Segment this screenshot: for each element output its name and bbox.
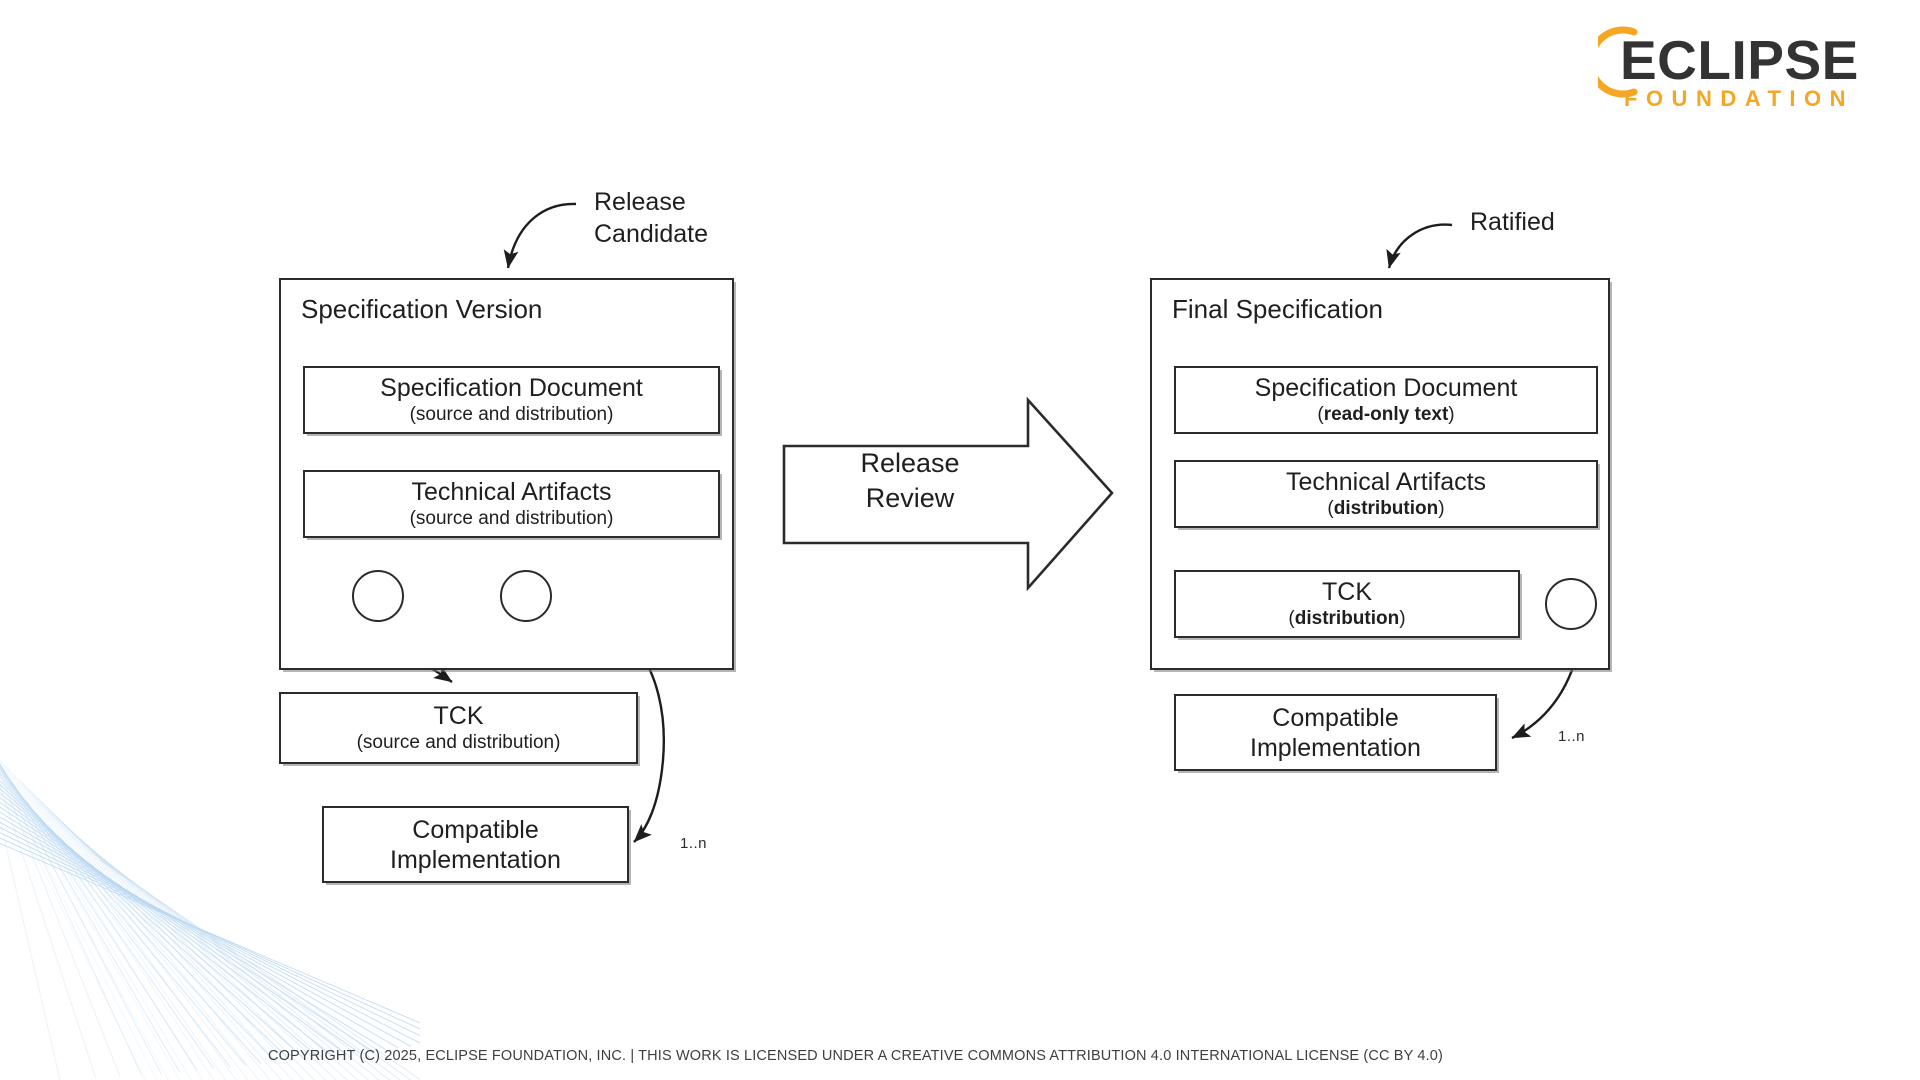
right-specification-document-box[interactable]: Specification Document (read-only text) [1174,366,1598,434]
left-specification-document-box[interactable]: Specification Document (source and distr… [303,366,720,434]
left-technical-artifacts-title: Technical Artifacts [411,478,612,507]
final-specification-title: Final Specification [1172,294,1383,324]
release-review-label: Release Review [800,446,1020,515]
right-specification-document-subtitle: (read-only text) [1317,404,1454,426]
right-compatible-implementation-line-1: Compatible [1272,703,1399,732]
right-tck-title: TCK [1322,578,1372,607]
release-candidate-line-2: Candidate [594,220,708,248]
left-tck-subtitle: (source and distribution) [356,732,561,754]
paren-open: ( [1288,608,1295,630]
copyright-footer: COPYRIGHT (C) 2025, ECLIPSE FOUNDATION, … [268,1048,1443,1064]
right-tck-bold: distribution [1294,608,1400,630]
left-specification-document-title: Specification Document [380,374,643,403]
ratified-leader-line [1386,223,1453,269]
left-tck-title: TCK [433,702,484,731]
logo-wordmark: ECLIPSE [1620,29,1859,91]
right-compatible-implementation-box[interactable]: Compatible Implementation [1174,694,1497,771]
ratified-annotation: Ratified [1470,206,1555,238]
paren-close: ) [1438,498,1445,520]
right-multiplicity-label: 1..n [1558,728,1586,745]
right-tck-box[interactable]: TCK (distribution) [1174,570,1520,638]
left-specification-document-subtitle: (source and distribution) [409,404,614,426]
right-tck-subtitle: (distribution) [1288,608,1405,630]
right-technical-artifacts-subtitle: (distribution) [1327,498,1444,520]
left-technical-artifacts-box[interactable]: Technical Artifacts (source and distribu… [303,470,720,538]
paren-open: ( [1327,498,1334,520]
right-compatible-implementation-line-2: Implementation [1250,733,1421,762]
release-review-line-1: Release [860,448,960,478]
left-association-circle-compatible-impl [500,570,552,622]
left-association-circle-tck [352,570,404,622]
paren-close: ) [1399,608,1406,630]
paren-open: ( [1317,404,1324,426]
release-candidate-annotation: Release Candidate [594,186,708,250]
right-association-circle-compatible-impl [1545,578,1597,630]
release-review-block-arrow[interactable] [782,396,1114,592]
paren-close: ) [1448,404,1455,426]
release-candidate-leader-line [503,202,577,269]
left-compatible-implementation-line-1: Compatible [412,815,539,844]
left-multiplicity-label: 1..n [680,835,708,852]
right-specification-document-title: Specification Document [1254,374,1518,403]
right-technical-artifacts-box[interactable]: Technical Artifacts (distribution) [1174,460,1598,528]
specification-version-title: Specification Version [301,294,543,324]
left-compatible-implementation-box[interactable]: Compatible Implementation [322,806,629,883]
left-compatible-implementation-line-2: Implementation [390,845,561,874]
release-review-line-2: Review [865,482,955,513]
left-technical-artifacts-subtitle: (source and distribution) [409,508,614,530]
eclipse-foundation-logo: ECLIPSE FOUNDATION [1587,22,1898,118]
logo-subtitle: FOUNDATION [1624,86,1855,111]
release-candidate-line-1: Release [594,188,686,216]
ratified-line-1: Ratified [1470,208,1555,236]
right-spec-doc-bold: read-only text [1323,404,1449,426]
left-tck-box[interactable]: TCK (source and distribution) [279,692,638,764]
right-technical-artifacts-title: Technical Artifacts [1285,468,1487,497]
right-tech-artifacts-bold: distribution [1333,498,1439,520]
